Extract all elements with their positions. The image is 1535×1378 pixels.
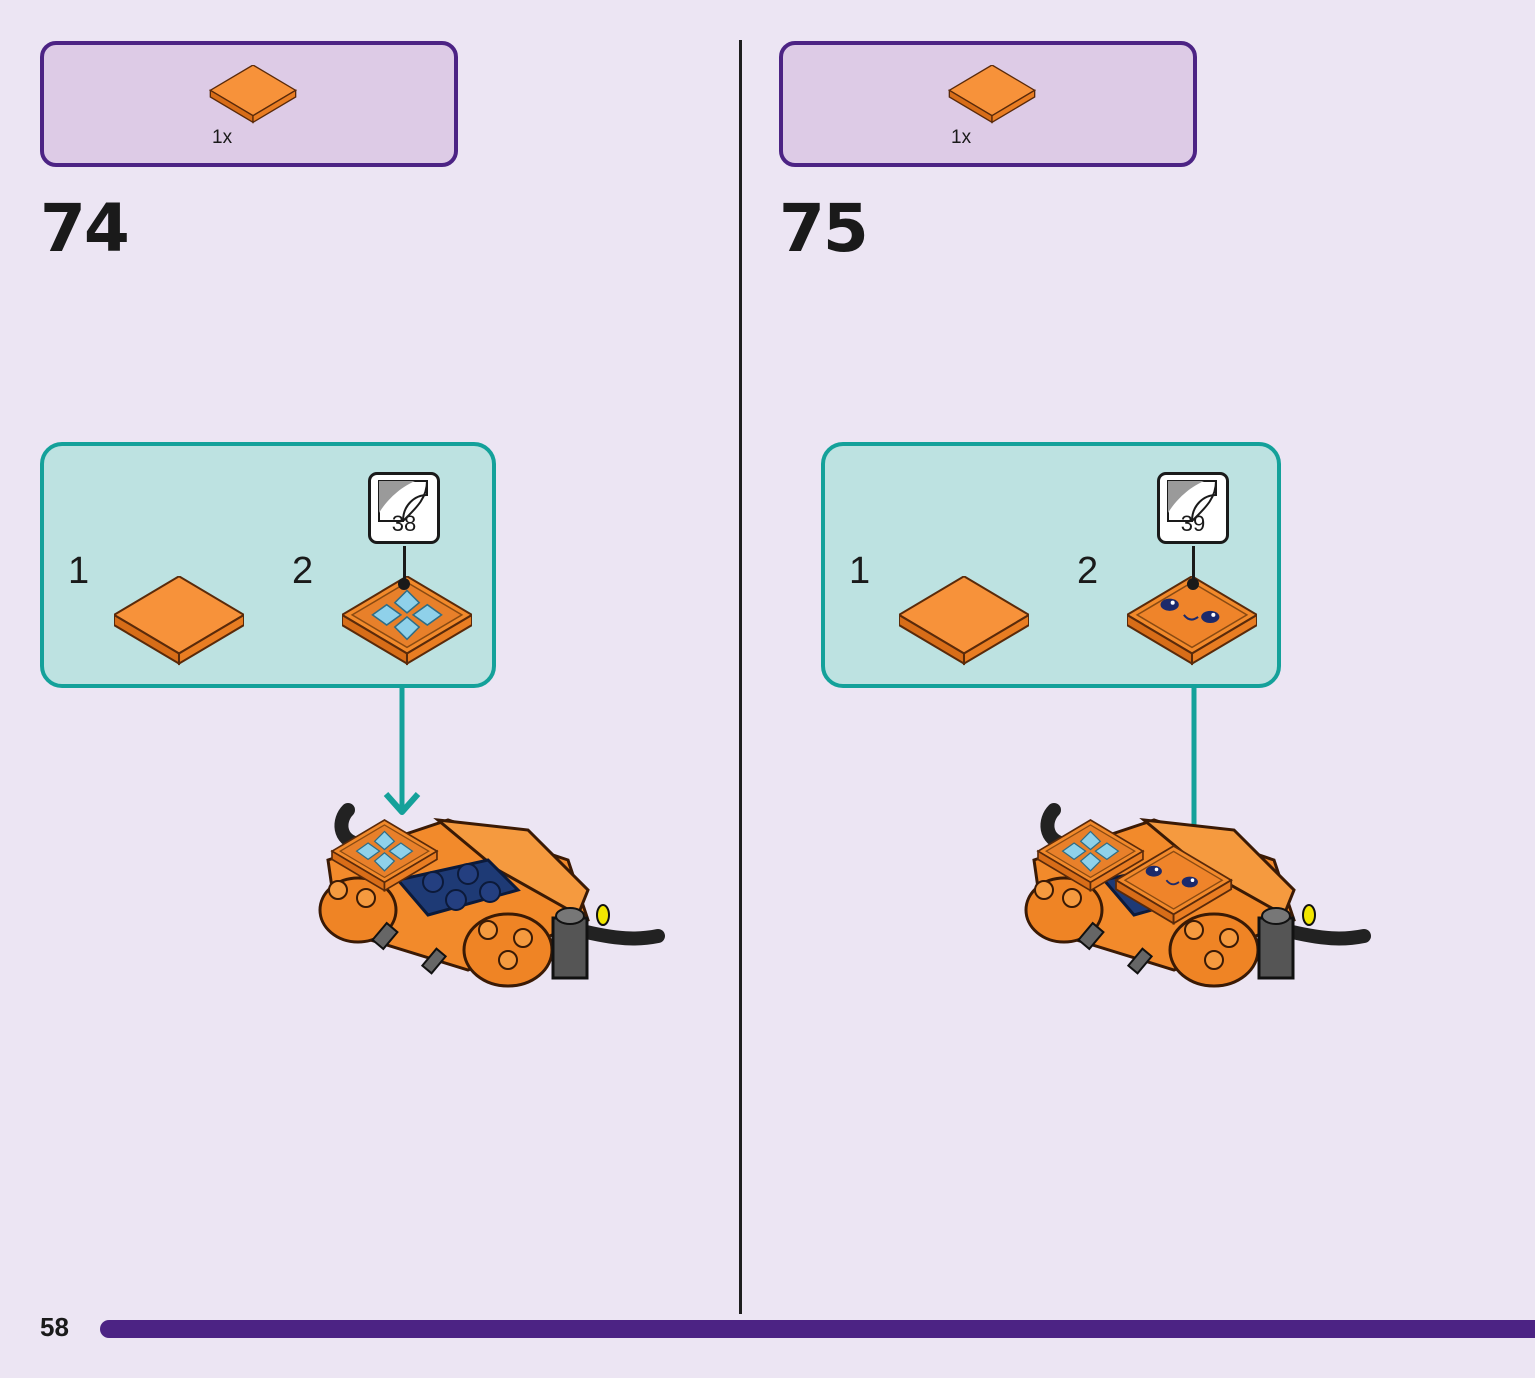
part-quantity: 1x xyxy=(951,127,972,148)
vehicle-model-face-tile-icon xyxy=(1024,800,1384,1010)
footer-bar xyxy=(100,1320,1535,1338)
sub-step-label: 2 xyxy=(292,550,314,592)
page-divider xyxy=(739,40,742,1314)
placement-arrow-icon xyxy=(383,686,421,815)
step-number: 74 xyxy=(40,190,130,267)
orange-tile-2x2-icon xyxy=(114,576,244,665)
sticker-number: 39 xyxy=(1180,511,1206,536)
orange-tile-2x2-icon xyxy=(948,65,1036,123)
page-number: 58 xyxy=(40,1312,69,1342)
orange-tile-flower-sticker-icon xyxy=(342,576,472,665)
sticker-callout: 38 xyxy=(368,472,440,544)
sub-assembly-box: 1 2 38 xyxy=(40,442,496,688)
sticker-leader-line xyxy=(403,546,406,584)
parts-needed-box: 1x xyxy=(779,41,1197,167)
sticker-leader-dot xyxy=(1187,578,1199,590)
sub-step-label: 1 xyxy=(68,550,90,592)
sub-step-label: 1 xyxy=(849,550,871,592)
sticker-leader-dot xyxy=(398,578,410,590)
vehicle-model-flower-tile-icon xyxy=(318,800,678,1010)
step-number: 75 xyxy=(779,190,869,267)
sticker-leader-line xyxy=(1192,546,1195,584)
part-quantity: 1x xyxy=(212,127,233,148)
sticker-callout: 39 xyxy=(1157,472,1229,544)
orange-tile-2x2-icon xyxy=(209,65,297,123)
sub-assembly-box: 1 2 39 xyxy=(821,442,1281,688)
orange-tile-2x2-icon xyxy=(899,576,1029,665)
sticker-number: 38 xyxy=(391,511,417,536)
parts-needed-box: 1x xyxy=(40,41,458,167)
sub-step-label: 2 xyxy=(1077,550,1099,592)
